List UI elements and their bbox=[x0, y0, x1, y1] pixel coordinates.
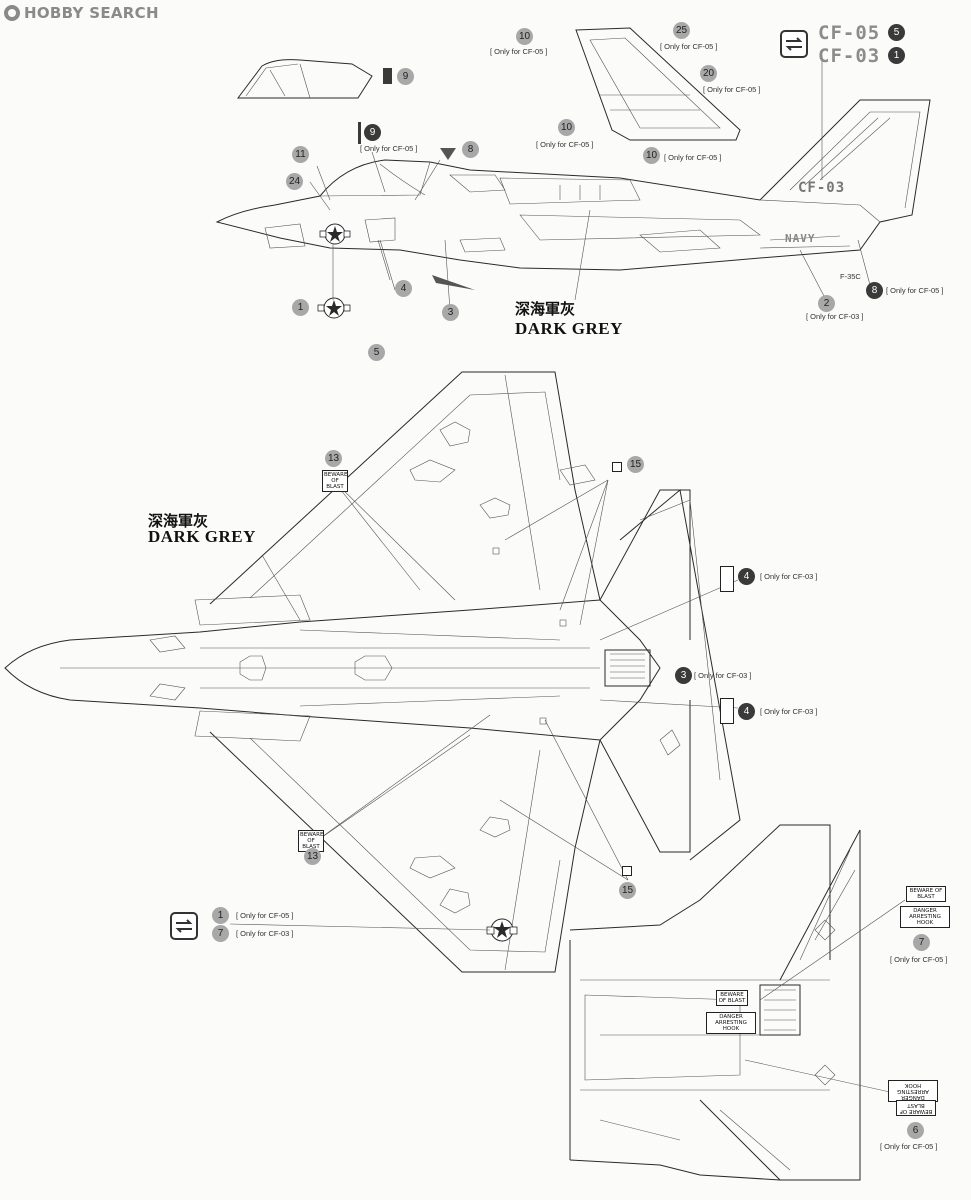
note-4b: [ Only for CF-03 ] bbox=[760, 572, 818, 581]
callout-9b: 9 bbox=[364, 124, 381, 141]
note-20: [ Only for CF-05 ] bbox=[703, 85, 761, 94]
placard-beware-13a: BEWARE OF BLAST bbox=[322, 470, 348, 492]
callout-11: 11 bbox=[292, 146, 309, 163]
placard-danger-7: DANGER ARRESTING HOOK bbox=[900, 906, 950, 928]
code-cf03-badge: 1 bbox=[888, 47, 905, 64]
planform-aircraft bbox=[4, 371, 741, 973]
callout-1a: 1 bbox=[292, 299, 309, 316]
side-view-tail bbox=[575, 27, 741, 141]
code-cf03: CF-03 bbox=[818, 45, 881, 67]
callout-4c: 4 bbox=[738, 703, 755, 720]
paint-label-en-side: DARK GREY bbox=[515, 319, 623, 338]
side-view-aircraft bbox=[215, 59, 931, 271]
callout-3a: 3 bbox=[442, 304, 459, 321]
placard-4c bbox=[720, 698, 734, 724]
note-2: [ Only for CF-03 ] bbox=[806, 312, 864, 321]
callout-1b: 1 bbox=[212, 907, 229, 924]
callout-10b: 10 bbox=[558, 119, 575, 136]
note-7b: [ Only for CF-05 ] bbox=[890, 955, 948, 964]
callout-20: 20 bbox=[700, 65, 717, 82]
navy-marking: NAVY bbox=[785, 232, 816, 245]
note-6: [ Only for CF-05 ] bbox=[880, 1142, 938, 1151]
callout-9a: 9 bbox=[397, 68, 414, 85]
note-8b: [ Only for CF-05 ] bbox=[886, 286, 944, 295]
callout-24: 24 bbox=[286, 173, 303, 190]
swap-icon-2 bbox=[170, 912, 198, 940]
tail-detail-aircraft bbox=[569, 824, 861, 1181]
callout-4b: 4 bbox=[738, 568, 755, 585]
callout-15b: 15 bbox=[619, 882, 636, 899]
callout-10c: 10 bbox=[643, 147, 660, 164]
placard-danger-tail: DANGER ARRESTING HOOK bbox=[706, 1012, 756, 1034]
code-cf05-badge: 5 bbox=[888, 24, 905, 41]
paint-label-cn-top: 深海軍灰 bbox=[148, 512, 209, 530]
placard-beware-tail: BEWARE OF BLAST bbox=[716, 990, 748, 1006]
swap-icon bbox=[780, 30, 808, 58]
callout-8b: 8 bbox=[866, 282, 883, 299]
placard-danger-6: DANGER ARRESTING HOOK bbox=[888, 1080, 938, 1102]
note-25: [ Only for CF-05 ] bbox=[660, 42, 718, 51]
note-1b: [ Only for CF-05 ] bbox=[236, 911, 294, 920]
callout-25: 25 bbox=[673, 22, 690, 39]
watermark: HOBBY SEARCH bbox=[4, 4, 159, 22]
callout-13b: 13 bbox=[304, 848, 321, 865]
callout-13a: 13 bbox=[325, 450, 342, 467]
watermark-text: HOBBY SEARCH bbox=[24, 4, 159, 22]
type-label: F-35C bbox=[840, 272, 861, 281]
note-4c: [ Only for CF-03 ] bbox=[760, 707, 818, 716]
paint-label-en-top: DARK GREY bbox=[148, 527, 256, 546]
tail-code: CF-03 bbox=[798, 180, 846, 196]
callout-7a: 7 bbox=[212, 925, 229, 942]
note-10-top: [ Only for CF-05 ] bbox=[490, 47, 548, 56]
callout-2: 2 bbox=[818, 295, 835, 312]
callout-15a: 15 bbox=[627, 456, 644, 473]
note-10b: [ Only for CF-05 ] bbox=[536, 140, 594, 149]
placard-beware-7: BEWARE OF BLAST bbox=[906, 886, 946, 902]
placard-15-bottom bbox=[622, 866, 632, 876]
callout-5: 5 bbox=[368, 344, 385, 361]
placard-beware-6: BEWARE OF BLAST bbox=[896, 1100, 936, 1116]
placard-15-top bbox=[612, 462, 622, 472]
callout-10: 10 bbox=[516, 28, 533, 45]
callout-7b: 7 bbox=[913, 934, 930, 951]
note-3b: [ Only for CF-03 ] bbox=[694, 671, 752, 680]
note-10c: [ Only for CF-05 ] bbox=[664, 153, 722, 162]
note-7a: [ Only for CF-03 ] bbox=[236, 929, 294, 938]
callout-3b: 3 bbox=[675, 667, 692, 684]
paint-label-cn-side: 深海軍灰 bbox=[515, 300, 576, 318]
code-cf05: CF-05 bbox=[818, 22, 881, 44]
hobbysearch-logo-icon bbox=[4, 5, 20, 21]
callout-4a: 4 bbox=[395, 280, 412, 297]
callout-6: 6 bbox=[907, 1122, 924, 1139]
placard-4b bbox=[720, 566, 734, 592]
note-9b: [ Only for CF-05 ] bbox=[360, 144, 418, 153]
callout-8a: 8 bbox=[462, 141, 479, 158]
